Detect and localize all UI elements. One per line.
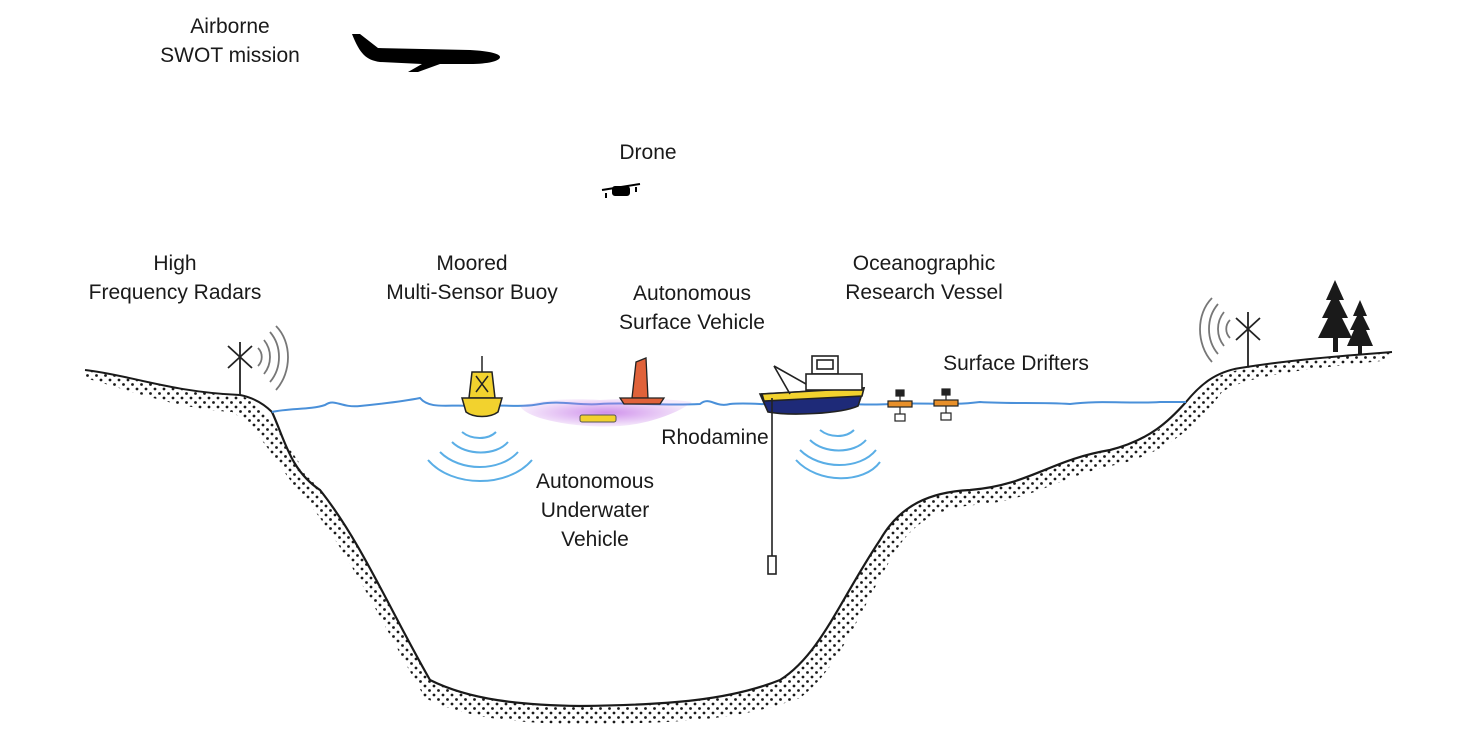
underwater-vehicle-icon xyxy=(579,414,617,423)
tree-icon xyxy=(1318,280,1373,354)
airborne-label: Airborne SWOT mission xyxy=(130,12,330,70)
airborne-label-line2: SWOT mission xyxy=(160,44,300,67)
radar-antenna-icon xyxy=(1199,297,1261,366)
surface-drifter-icon xyxy=(933,388,959,421)
buoy-label-line1: Moored xyxy=(436,252,508,275)
asv-label-line2: Surface Vehicle xyxy=(619,311,765,334)
auv-label-line1: Autonomous xyxy=(536,470,654,493)
coast-right-surface xyxy=(1185,351,1393,403)
drifters-label: Surface Drifters xyxy=(914,349,1118,378)
drifters-label-text: Surface Drifters xyxy=(943,352,1089,375)
water-surface xyxy=(271,396,1186,413)
asv-label: Autonomous Surface Vehicle xyxy=(592,279,792,337)
radars-label-line1: High xyxy=(153,252,197,275)
auv-label-line2: Underwater xyxy=(540,499,650,522)
auv-label: Autonomous Underwater Vehicle xyxy=(505,467,685,554)
radars-label-line2: Frequency Radars xyxy=(88,281,262,304)
radars-label: High Frequency Radars xyxy=(60,249,290,307)
research-vessel-icon xyxy=(758,355,866,575)
drone-label-text: Drone xyxy=(619,141,677,164)
rhodamine-plume xyxy=(520,398,692,427)
buoy-icon xyxy=(461,356,503,418)
rhodamine-label-text: Rhodamine xyxy=(661,426,769,449)
vessel-label-line1: Oceanographic xyxy=(852,252,996,275)
drone-label: Drone xyxy=(568,138,728,167)
airborne-label-line1: Airborne xyxy=(190,15,270,38)
auv-label-line3: Vehicle xyxy=(561,528,629,551)
surface-drifter-icon xyxy=(887,389,913,422)
vessel-label: Oceanographic Research Vessel xyxy=(814,249,1034,307)
radar-antenna-icon xyxy=(227,325,289,395)
surface-vehicle-icon xyxy=(618,357,666,405)
asv-label-line1: Autonomous xyxy=(633,282,751,305)
rhodamine-label: Rhodamine xyxy=(640,423,790,452)
buoy-label: Moored Multi-Sensor Buoy xyxy=(362,249,582,307)
seabed-sediment xyxy=(85,352,1390,724)
coast-left-surface xyxy=(84,369,273,413)
drone-icon xyxy=(601,183,641,198)
vessel-label-line2: Research Vessel xyxy=(845,281,1003,304)
airplane-icon xyxy=(352,34,500,72)
seafloor-line xyxy=(271,401,1187,708)
buoy-sonar-waves xyxy=(427,431,533,482)
vessel-sonar-waves xyxy=(795,429,881,480)
buoy-label-line2: Multi-Sensor Buoy xyxy=(386,281,558,304)
